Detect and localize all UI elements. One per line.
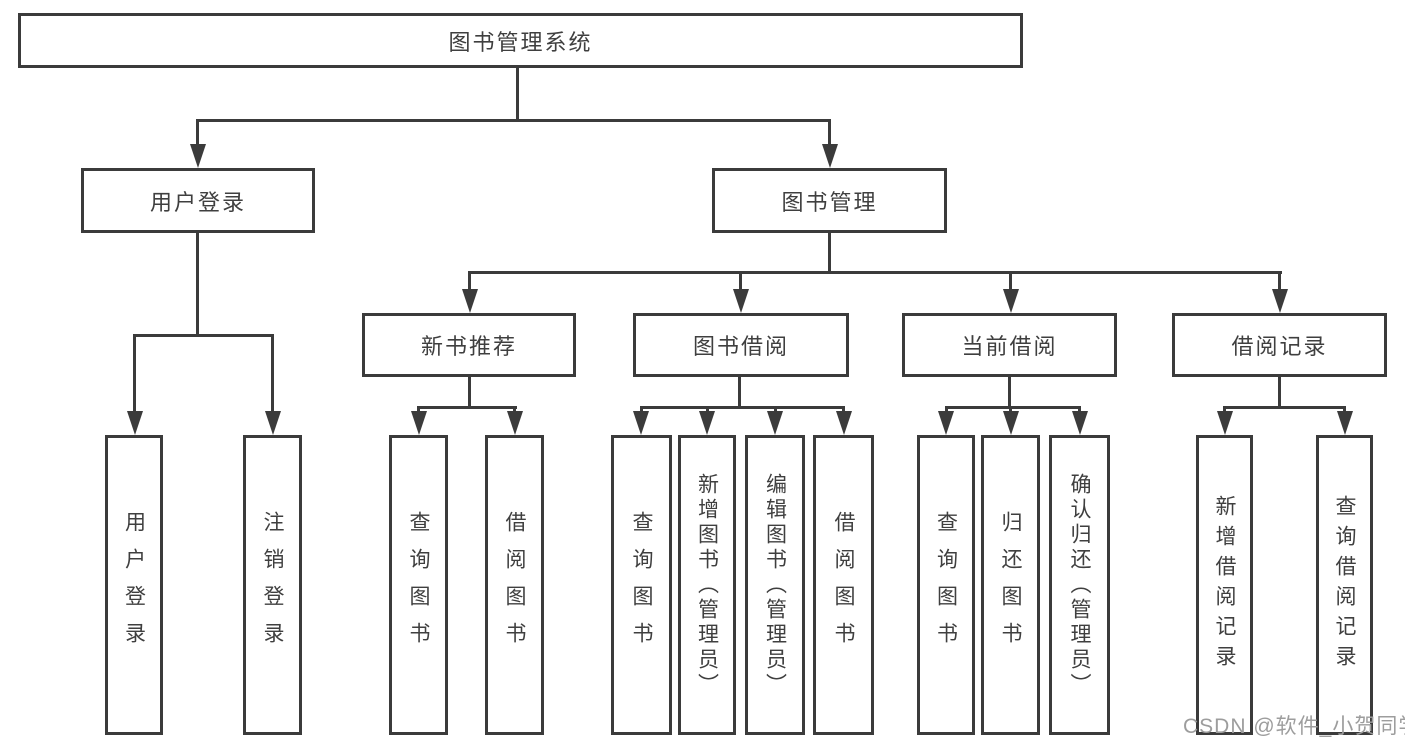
leaf-confirm-return-admin-label: 确认归还（管理员） [1068, 472, 1091, 698]
arrow-down-icon [733, 289, 749, 313]
leaf-user-login: 用户登录 [105, 435, 163, 735]
leaf-query-books-recommend-label: 查询图书 [407, 511, 430, 659]
connector-line [640, 406, 643, 415]
leaf-query-books-borrow: 查询图书 [611, 435, 672, 735]
arrow-down-icon [938, 411, 954, 435]
leaf-return-books: 归还图书 [981, 435, 1040, 735]
arrow-down-icon [1072, 411, 1088, 435]
node-new-book-recommend: 新书推荐 [362, 313, 576, 377]
connector-line [945, 406, 1080, 409]
connector-line [1009, 406, 1012, 415]
connector-line [133, 334, 136, 414]
node-current-borrow: 当前借阅 [902, 313, 1117, 377]
leaf-borrow-books: 借阅图书 [813, 435, 874, 735]
node-borrow-records: 借阅记录 [1172, 313, 1387, 377]
arrow-down-icon [1003, 289, 1019, 313]
connector-line [706, 406, 709, 415]
leaf-query-borrow-record: 查询借阅记录 [1316, 435, 1373, 735]
arrow-down-icon [767, 411, 783, 435]
connector-line [640, 406, 844, 409]
connector-line [1223, 406, 1345, 409]
connector-line [1278, 271, 1281, 292]
leaf-query-books-recommend: 查询图书 [389, 435, 448, 735]
leaf-logout-label: 注销登录 [261, 511, 284, 659]
connector-line [1223, 406, 1226, 415]
leaf-add-book-admin: 新增图书（管理员） [678, 435, 736, 735]
connector-line [828, 233, 831, 273]
connector-line [738, 377, 741, 408]
arrow-down-icon [411, 411, 427, 435]
leaf-add-borrow-record-label: 新增借阅记录 [1213, 495, 1236, 675]
arrow-down-icon [1337, 411, 1353, 435]
node-user-login: 用户登录 [81, 168, 315, 233]
leaf-confirm-return-admin: 确认归还（管理员） [1049, 435, 1110, 735]
connector-line [739, 271, 742, 292]
leaf-add-borrow-record: 新增借阅记录 [1196, 435, 1253, 735]
leaf-user-login-label: 用户登录 [122, 511, 146, 659]
arrow-down-icon [1272, 289, 1288, 313]
connector-line [1078, 406, 1081, 415]
connector-line [468, 271, 471, 292]
leaf-logout: 注销登录 [243, 435, 302, 735]
arrow-down-icon [1003, 411, 1019, 435]
connector-line [1343, 406, 1346, 415]
leaf-edit-book-admin-label: 编辑图书（管理员） [763, 472, 787, 698]
arrow-down-icon [265, 411, 281, 435]
connector-line [945, 406, 948, 415]
leaf-query-books-current: 查询图书 [917, 435, 975, 735]
arrow-down-icon [822, 144, 838, 168]
arrow-down-icon [699, 411, 715, 435]
leaf-edit-book-admin: 编辑图书（管理员） [745, 435, 805, 735]
connector-line [1008, 377, 1011, 408]
arrow-down-icon [1217, 411, 1233, 435]
connector-line [828, 119, 831, 147]
connector-line [196, 119, 199, 147]
connector-line [468, 271, 1282, 274]
leaf-query-books-borrow-label: 查询图书 [630, 511, 653, 659]
node-book-borrow: 图书借阅 [633, 313, 849, 377]
arrow-down-icon [127, 411, 143, 435]
node-book-management: 图书管理 [712, 168, 947, 233]
connector-line [417, 406, 420, 415]
arrow-down-icon [633, 411, 649, 435]
leaf-query-books-current-label: 查询图书 [934, 511, 958, 659]
node-root: 图书管理系统 [18, 13, 1023, 68]
connector-line [774, 406, 777, 415]
connector-line [516, 68, 519, 121]
connector-line [513, 406, 516, 415]
arrow-down-icon [836, 411, 852, 435]
connector-line [1278, 377, 1281, 408]
arrow-down-icon [507, 411, 523, 435]
leaf-query-borrow-record-label: 查询借阅记录 [1333, 495, 1356, 675]
leaf-return-books-label: 归还图书 [999, 511, 1022, 659]
leaf-borrow-books-recommend: 借阅图书 [485, 435, 544, 735]
connector-line [1009, 271, 1012, 292]
arrow-down-icon [462, 289, 478, 313]
leaf-borrow-books-label: 借阅图书 [832, 511, 855, 659]
connector-line [196, 233, 199, 336]
watermark: CSDN @软件_小贺同学 [1183, 715, 1405, 738]
connector-line [842, 406, 845, 415]
connector-line [133, 334, 274, 337]
connector-line [468, 377, 471, 408]
connector-line [196, 119, 831, 122]
connector-line [417, 406, 517, 409]
leaf-add-book-admin-label: 新增图书（管理员） [695, 472, 719, 698]
leaf-borrow-books-recommend-label: 借阅图书 [503, 511, 526, 659]
arrow-down-icon [190, 144, 206, 168]
connector-line [271, 334, 274, 414]
